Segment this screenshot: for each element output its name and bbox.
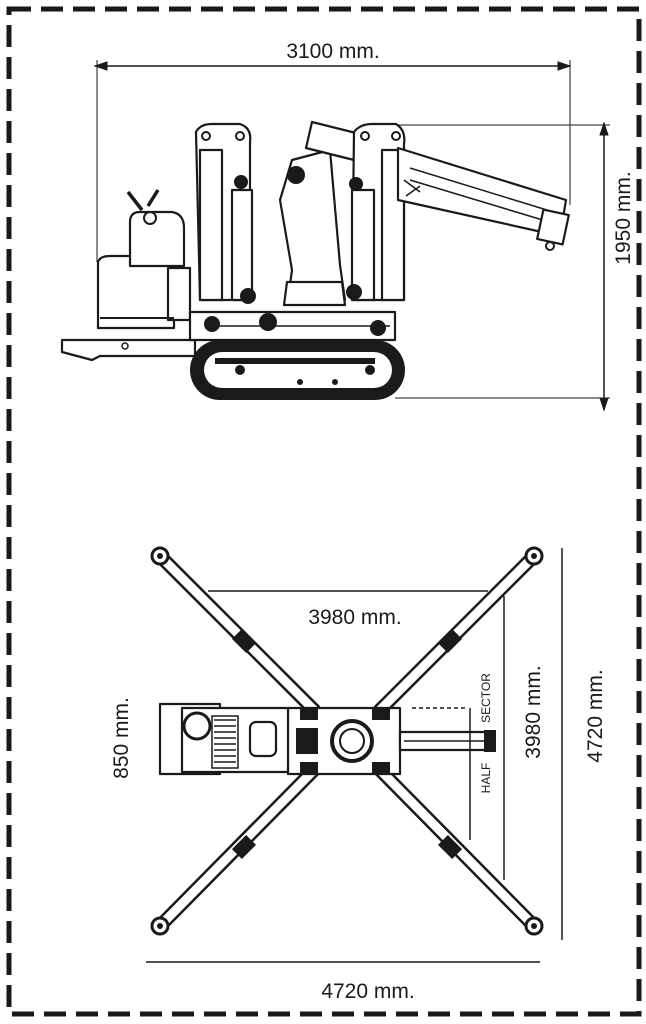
length-label: 3100 mm. xyxy=(286,40,379,63)
inner-span-dimension: 3980 mm. xyxy=(208,590,488,629)
outrigger-bottom-right xyxy=(373,763,544,936)
outrigger-top-left xyxy=(150,546,321,717)
body-width-label: 850 mm. xyxy=(110,697,133,779)
inner-vertical-dimension: 3980 mm. xyxy=(503,596,545,880)
rear-leg xyxy=(346,122,406,336)
sector-label: SECTOR xyxy=(479,673,493,723)
outer-horizontal-label: 4720 mm. xyxy=(321,980,414,1003)
front-leg xyxy=(194,122,277,332)
top-view: 3980 mm. 850 mm. SECTOR HALF 3980 mm. 47… xyxy=(110,546,607,1003)
half-sector: SECTOR HALF xyxy=(412,673,493,840)
control-post xyxy=(128,210,186,268)
inner-span-label: 3980 mm. xyxy=(308,606,401,629)
inner-vertical-label: 3980 mm. xyxy=(522,665,545,758)
length-dimension: 3100 mm. xyxy=(93,40,572,262)
jib-top xyxy=(398,730,496,752)
height-label: 1950 mm. xyxy=(612,171,635,264)
dashed-frame xyxy=(6,6,642,1017)
body-width-dimension: 850 mm. xyxy=(110,697,161,779)
central-chassis xyxy=(286,706,402,776)
boom xyxy=(278,120,362,307)
outer-horizontal-dimension: 4720 mm. xyxy=(146,961,540,1003)
rear-outrigger xyxy=(60,338,197,362)
outrigger-bottom-left xyxy=(150,763,321,936)
side-view: 3100 mm. 1950 mm. xyxy=(60,40,635,412)
engine-top xyxy=(158,702,290,776)
jib-arm xyxy=(396,146,570,251)
half-label: HALF xyxy=(479,763,493,794)
height-dimension: 1950 mm. xyxy=(395,121,635,412)
outer-vertical-label: 4720 mm. xyxy=(584,669,607,762)
outrigger-top-right xyxy=(373,546,544,717)
crawler-track xyxy=(190,340,405,400)
outer-vertical-dimension: 4720 mm. xyxy=(561,548,607,940)
